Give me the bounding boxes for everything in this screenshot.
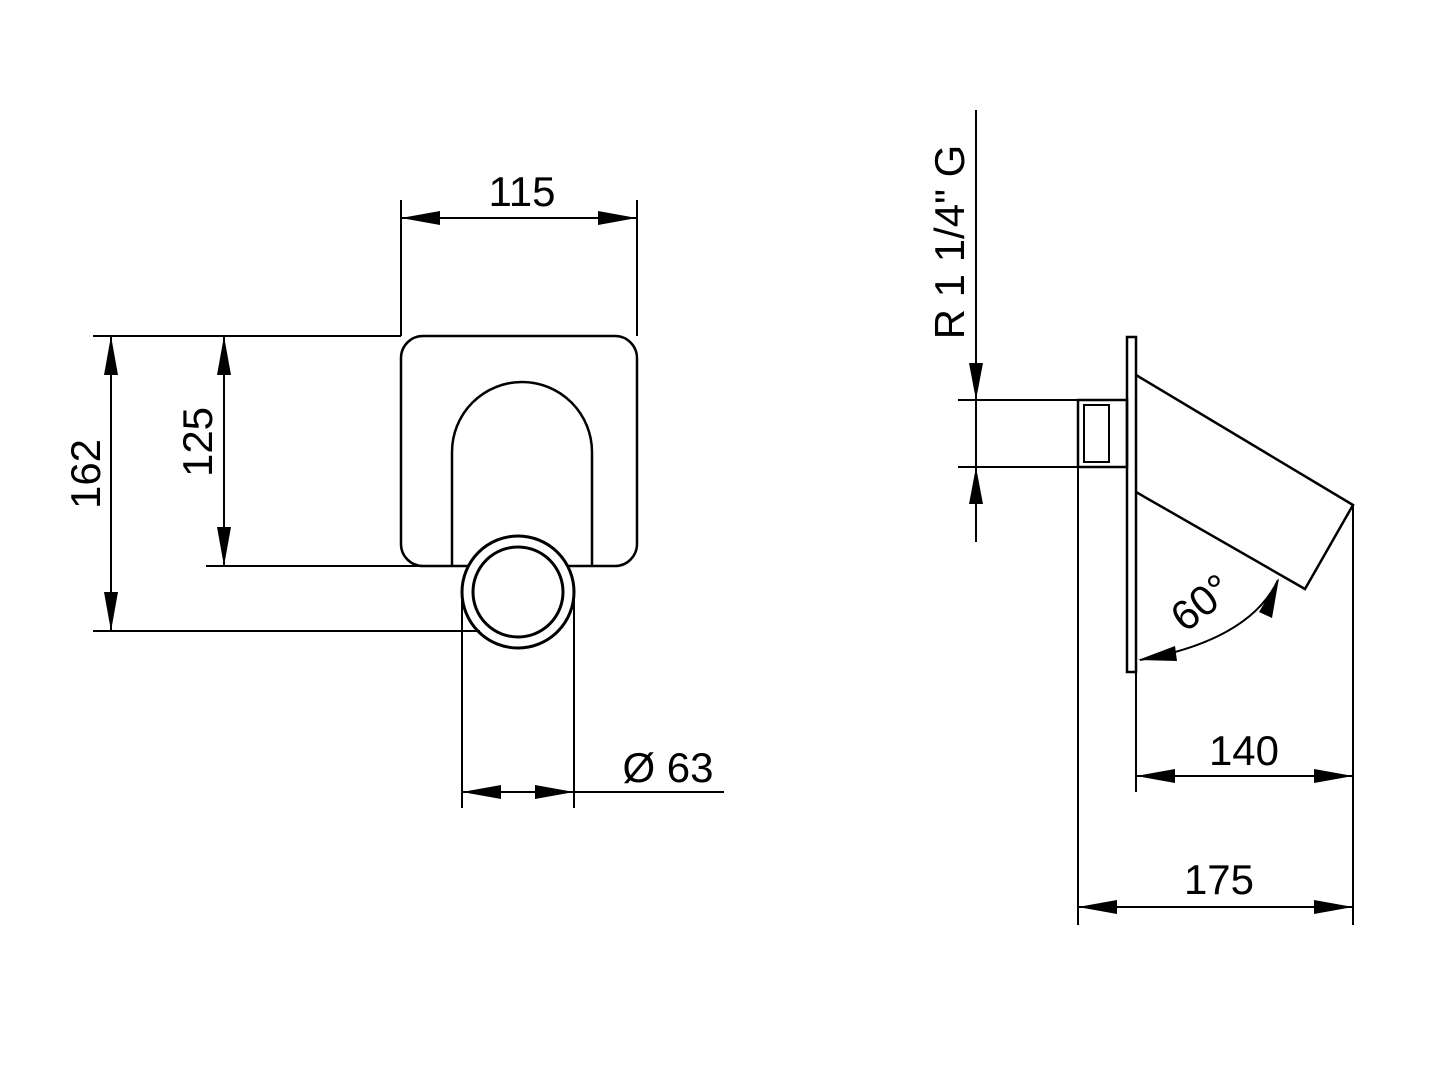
side-view: R 1 1/4" G 60° 140 175 xyxy=(926,110,1355,925)
angled-spout xyxy=(1135,373,1355,591)
plate-height-arrow-top xyxy=(217,336,231,375)
angle-label: 60° xyxy=(1162,565,1241,641)
thread-arrow-bottom xyxy=(969,467,983,504)
projection-arrow-left xyxy=(1136,769,1175,783)
depth-label: 175 xyxy=(1184,856,1254,903)
angle-arrow-top xyxy=(1259,578,1279,618)
plate-height-label: 125 xyxy=(174,407,221,477)
depth-arrow-left xyxy=(1078,900,1117,914)
total-height-label: 162 xyxy=(62,439,109,509)
diameter-label: Ø 63 xyxy=(622,744,713,791)
projection-label: 140 xyxy=(1209,727,1279,774)
wall-plate xyxy=(399,334,639,568)
width-arrow-left xyxy=(401,211,440,225)
thread-connector-outer xyxy=(1076,398,1129,469)
depth-arrow-right xyxy=(1314,900,1353,914)
diameter-arrow-right xyxy=(535,785,574,799)
thread-connector-inner xyxy=(1083,404,1110,463)
total-height-arrow-top xyxy=(104,336,118,375)
front-view: 115 162 125 Ø 63 xyxy=(62,168,724,808)
width-arrow-right xyxy=(598,211,637,225)
angle-arrow-bottom xyxy=(1138,646,1177,661)
outlet-inner-ring xyxy=(471,545,565,639)
plate-height-arrow-bottom xyxy=(217,527,231,566)
diameter-arrow-left xyxy=(462,785,501,799)
thread-label: R 1 1/4" G xyxy=(926,145,973,340)
projection-arrow-right xyxy=(1314,769,1353,783)
total-height-arrow-bottom xyxy=(104,592,118,631)
width-label: 115 xyxy=(489,168,556,215)
arch-cutout xyxy=(450,380,594,566)
thread-arrow-top xyxy=(969,363,983,400)
side-wall-plate xyxy=(1125,335,1138,674)
